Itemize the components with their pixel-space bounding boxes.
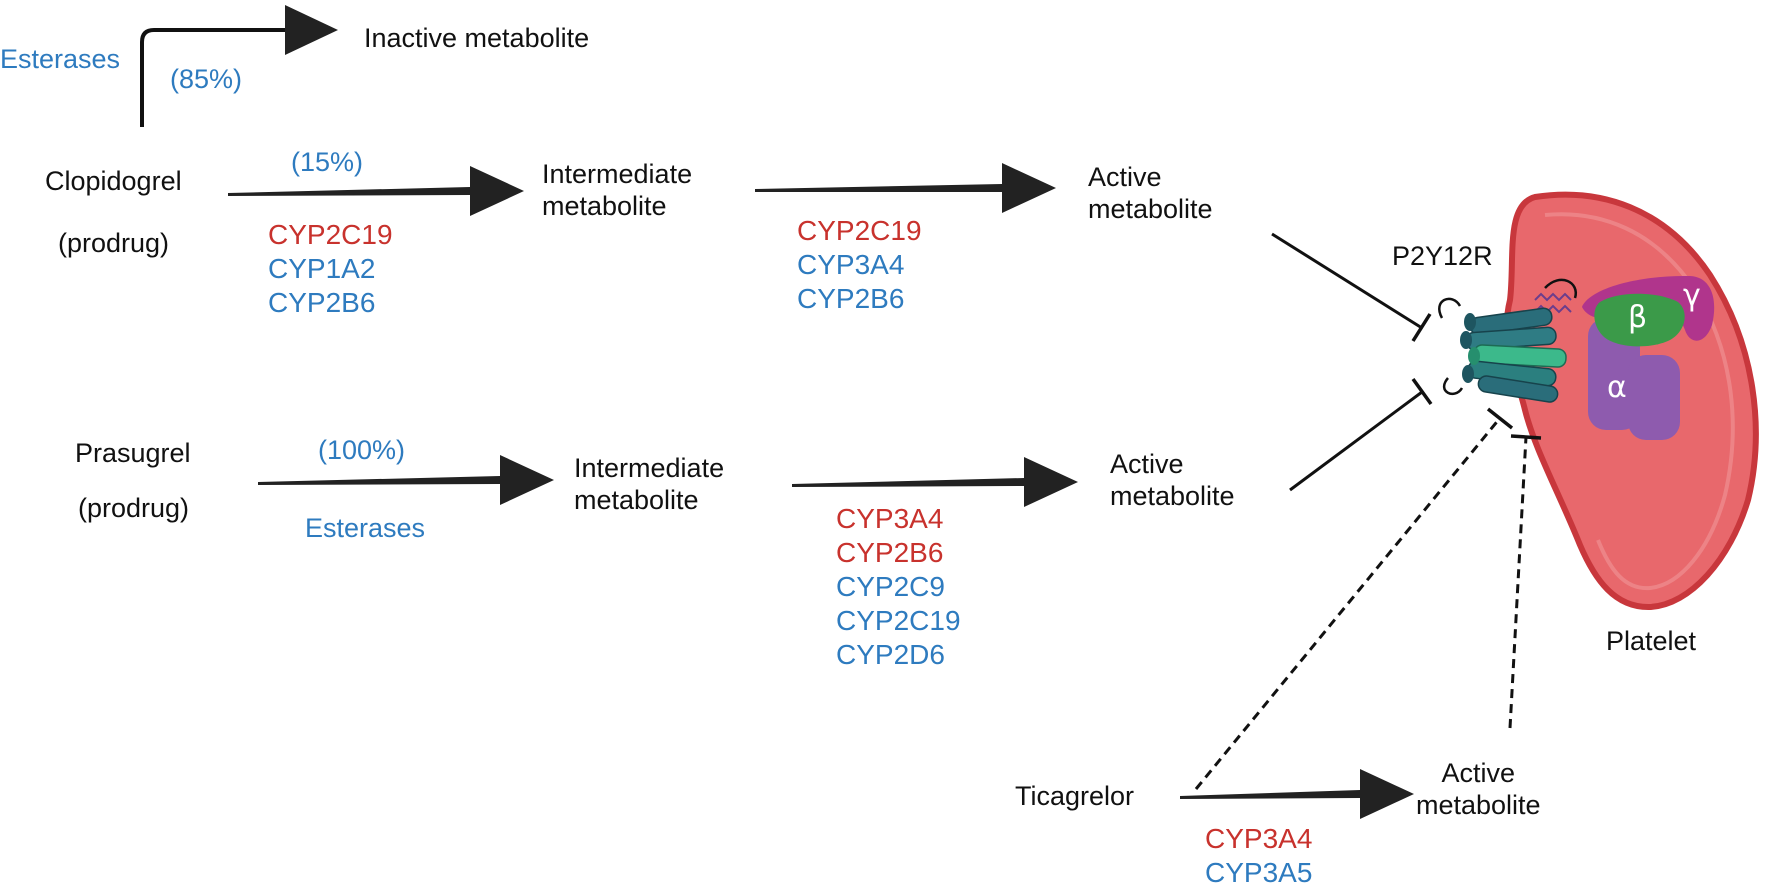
gamma-label: γ <box>1683 278 1701 313</box>
clopidogrel-prodrug-note: (prodrug) <box>58 228 170 258</box>
prasugrel-active-label: Active metabolite <box>1110 448 1235 513</box>
prasugrel-step2-enzymes: CYP3A4 CYP2B6 CYP2C9 CYP2C19 CYP2D6 <box>836 502 961 672</box>
inhibit-line-clopidogrel <box>1271 232 1423 330</box>
g-alpha-subunit <box>1588 318 1640 430</box>
g-protein <box>1534 275 1715 440</box>
clopidogrel-intermediate-line-1: Intermediate <box>542 159 693 189</box>
helix-end-4 <box>1462 365 1474 383</box>
clopidogrel-step2-enzyme-1: CYP2C19 <box>797 215 922 246</box>
prasugrel-step1-pct: (100%) <box>318 435 406 465</box>
inhibit-bar-prasugrel <box>1411 377 1433 406</box>
inhibit-bar-clopidogrel <box>1411 313 1432 342</box>
clopidogrel-name: Clopidogrel <box>45 166 182 196</box>
ticagrelor-enzymes: CYP3A4 CYP3A5 <box>1205 822 1312 890</box>
inhibit-line-prasugrel <box>1289 390 1423 492</box>
clopidogrel-esterases-label: Esterases <box>0 44 121 74</box>
arrow-ticagrelor <box>1180 769 1414 819</box>
receptor-loop-bottom <box>1442 377 1464 396</box>
arrow-prasugrel-step2 <box>792 457 1078 507</box>
helix-end-3 <box>1468 347 1480 365</box>
receptor-loop-top <box>1438 297 1462 319</box>
clopidogrel-step1-enzyme-3: CYP2B6 <box>268 287 376 318</box>
alpha-label: α <box>1607 370 1627 405</box>
prasugrel-step2-enzyme-3: CYP2C9 <box>836 571 945 602</box>
clopidogrel-step1-enzyme-2: CYP1A2 <box>268 253 376 284</box>
p2y12-receptor <box>1438 278 1578 403</box>
clopidogrel-active-line-2: metabolite <box>1088 194 1213 225</box>
clopidogrel-active-label: Active metabolite <box>1088 161 1213 226</box>
prasugrel-intermediate-label: Intermediate metabolite <box>574 452 724 517</box>
prasugrel-intermediate-line-2: metabolite <box>574 485 699 516</box>
clopidogrel-intermediate-label: Intermediate metabolite <box>542 158 692 223</box>
p2y12r-label: P2Y12R <box>1392 241 1493 271</box>
arrow-clopidogrel-step2 <box>755 163 1056 213</box>
arrow-clopidogrel-step1 <box>228 166 524 216</box>
inhibit-bar-active-ticagrelor <box>1510 434 1542 440</box>
lipid-anchor-2 <box>1534 304 1572 314</box>
platelet-label: Platelet <box>1606 626 1697 656</box>
ticagrelor-active-label: Active metabolite <box>1416 757 1541 822</box>
prasugrel-step2-enzyme-4: CYP2C19 <box>836 605 961 636</box>
inactive-metabolite-label: Inactive metabolite <box>364 23 590 53</box>
clopidogrel-step1-enzymes: CYP2C19 CYP1A2 CYP2B6 <box>268 218 393 320</box>
prasugrel-prodrug-note: (prodrug) <box>78 493 190 523</box>
prasugrel-step2-enzyme-2: CYP2B6 <box>836 537 944 568</box>
ticagrelor-name: Ticagrelor <box>1015 781 1135 811</box>
prasugrel-esterases-label: Esterases <box>305 513 426 543</box>
clopidogrel-active-line-1: Active <box>1088 162 1162 192</box>
helix-end-1 <box>1464 313 1476 331</box>
ticagrelor-active-line-2: metabolite <box>1416 790 1541 821</box>
inhibit-bar-ticagrelor <box>1486 407 1514 430</box>
prasugrel-active-line-2: metabolite <box>1110 481 1235 512</box>
arrow-prasugrel-step1 <box>258 455 554 505</box>
lipid-anchor-1 <box>1534 292 1572 302</box>
arrowhead-inactive <box>285 5 338 55</box>
inhibit-line-active-ticagrelor <box>1508 436 1528 729</box>
prasugrel-intermediate-line-1: Intermediate <box>574 453 725 483</box>
clopidogrel-esterase-pct: (85%) <box>170 64 243 94</box>
clopidogrel-step2-enzyme-3: CYP2B6 <box>797 283 905 314</box>
inhibit-line-ticagrelor <box>1194 417 1502 790</box>
clopidogrel-step1-enzyme-1: CYP2C19 <box>268 219 393 250</box>
receptor-loop-right <box>1544 278 1578 299</box>
ticagrelor-enzyme-1: CYP3A4 <box>1205 823 1313 854</box>
prasugrel-step2-enzyme-1: CYP3A4 <box>836 503 944 534</box>
beta-label: β <box>1628 300 1648 335</box>
clopidogrel-step2-enzyme-2: CYP3A4 <box>797 249 905 280</box>
clopidogrel-step1-pct: (15%) <box>291 147 364 177</box>
helix-5 <box>1477 375 1559 403</box>
prasugrel-step2-enzyme-5: CYP2D6 <box>836 639 945 670</box>
prasugrel-name: Prasugrel <box>75 438 191 468</box>
g-alpha-subunit-right <box>1628 355 1680 440</box>
ticagrelor-enzyme-2: CYP3A5 <box>1205 857 1313 888</box>
esterase-branch-line <box>140 28 290 127</box>
prasugrel-active-line-1: Active <box>1110 449 1184 479</box>
clopidogrel-intermediate-line-2: metabolite <box>542 191 667 222</box>
g-beta-subunit <box>1594 293 1685 347</box>
helix-end-2 <box>1460 331 1472 349</box>
clopidogrel-step2-enzymes: CYP2C19 CYP3A4 CYP2B6 <box>797 214 922 316</box>
ticagrelor-active-line-1: Active <box>1441 758 1516 788</box>
platelet-inner-shade <box>1544 212 1735 591</box>
